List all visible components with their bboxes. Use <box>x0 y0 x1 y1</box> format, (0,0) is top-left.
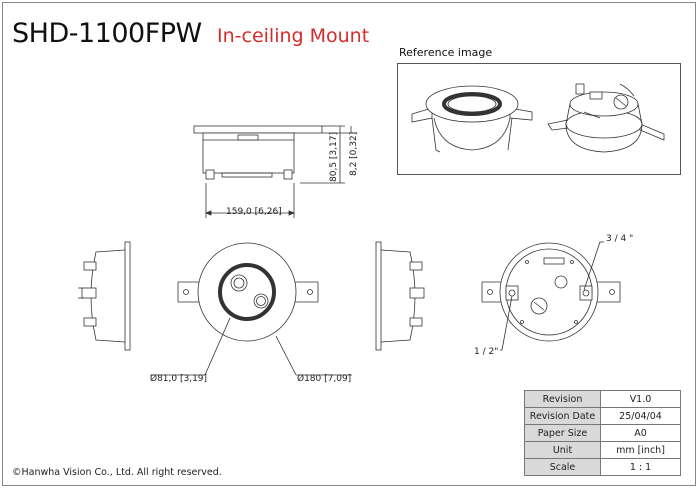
revision-date-key: Revision Date <box>524 407 601 425</box>
side-view-right <box>375 241 425 351</box>
paper-size-value: A0 <box>600 424 681 442</box>
reference-mount-assembled <box>411 85 533 153</box>
product-subtitle: In-ceiling Mount <box>217 25 370 47</box>
width-dimension: 159,0 [6,26] <box>226 207 282 217</box>
back-view <box>481 241 621 351</box>
front-view <box>150 242 352 376</box>
copyright-notice: ©Hanwha Vision Co., Ltd. All right reser… <box>12 467 222 478</box>
height-dimension: 80,5 [3,17] <box>329 132 339 182</box>
side-view-left <box>78 241 131 351</box>
unit-key: Unit <box>524 441 601 459</box>
drawing-frame <box>2 2 696 486</box>
unit-value: mm [inch] <box>600 441 681 459</box>
paper-size-key: Paper Size <box>524 424 601 442</box>
flange-dimension: 8,2 [0,32] <box>349 132 359 176</box>
revision-key: Revision <box>524 390 601 408</box>
table-row: Revision Date 25/04/04 <box>524 407 681 425</box>
reference-image-label: Reference image <box>399 46 493 59</box>
table-row: Unit mm [inch] <box>524 441 681 459</box>
outer-diameter-dimension: Ø180 [7,09] <box>297 373 351 384</box>
revision-value: V1.0 <box>600 390 681 408</box>
table-row: Scale 1 : 1 <box>524 458 681 476</box>
inner-diameter-dimension: Ø81,0 [3,19] <box>150 373 207 384</box>
thread-large-label: 3 / 4 " <box>606 234 633 244</box>
revision-table: Revision V1.0 Revision Date 25/04/04 Pap… <box>524 390 681 476</box>
side-view-top <box>193 125 356 218</box>
reference-mount-backbox <box>547 83 665 153</box>
table-row: Revision V1.0 <box>524 390 681 408</box>
scale-value: 1 : 1 <box>600 458 681 476</box>
table-row: Paper Size A0 <box>524 424 681 442</box>
reference-image-box <box>397 63 681 175</box>
thread-small-label: 1 / 2" <box>474 347 498 357</box>
model-title: SHD-1100FPW <box>12 18 202 49</box>
revision-date-value: 25/04/04 <box>600 407 681 425</box>
scale-key: Scale <box>524 458 601 476</box>
